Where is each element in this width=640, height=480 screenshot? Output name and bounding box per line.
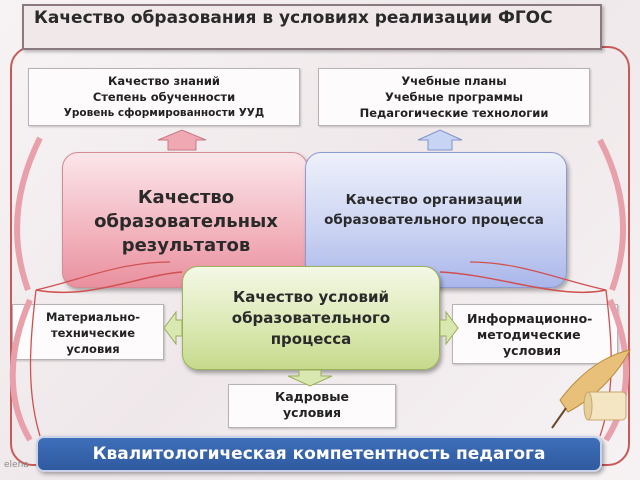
note-line: Материально- (45, 310, 141, 324)
slide-title: Качество образования в условиях реализац… (22, 4, 602, 50)
material-conditions-note: Материально- технические условия (12, 304, 164, 360)
note-line: условия (283, 405, 341, 420)
pedagogue-competence-banner: Квалитологическая компетентность педагог… (36, 436, 602, 472)
curved-arrow-left (13, 136, 43, 292)
left-arrow-green (163, 310, 183, 346)
note-line: условия (66, 342, 120, 356)
curved-arrow-right (597, 138, 627, 292)
up-arrow-pink (157, 129, 207, 151)
knowledge-quality-note: Качество знаний Степень обученности Уров… (28, 68, 300, 126)
educational-process-box (305, 152, 567, 288)
note-line: методические (477, 327, 581, 342)
note-line: технические (50, 326, 136, 340)
down-arrow-green (287, 369, 333, 387)
note-line: Педагогические технологии (359, 106, 549, 120)
educational-process-label: Качество организации образовательного пр… (324, 192, 544, 228)
note-line: Информационно- (467, 311, 593, 326)
watermark: elena (4, 460, 29, 470)
note-line: Кадровые (275, 389, 349, 404)
curricula-note: Учебные планы Учебные программы Педагоги… (318, 68, 590, 126)
up-arrow-blue (417, 129, 463, 151)
methodical-conditions-note: Информационно- методические условия (452, 304, 618, 364)
educational-results-box (62, 152, 308, 288)
conditions-quality-box: Качество условий образовательного процес… (182, 266, 440, 370)
note-line: условия (503, 343, 561, 358)
note-line: Качество знаний (108, 74, 220, 88)
right-arrow-green (439, 310, 459, 346)
note-line: Учебные планы (401, 74, 507, 88)
scroll-icon (583, 391, 627, 421)
red-flow-line (35, 271, 183, 294)
educational-results-label: Качество образовательных результатов (94, 187, 278, 256)
note-line: Уровень сформированности УУД (63, 107, 265, 119)
note-line: Учебные программы (384, 90, 524, 104)
note-line: Степень обученности (92, 90, 236, 104)
conditions-quality-label: Качество условий образовательного процес… (231, 287, 391, 348)
